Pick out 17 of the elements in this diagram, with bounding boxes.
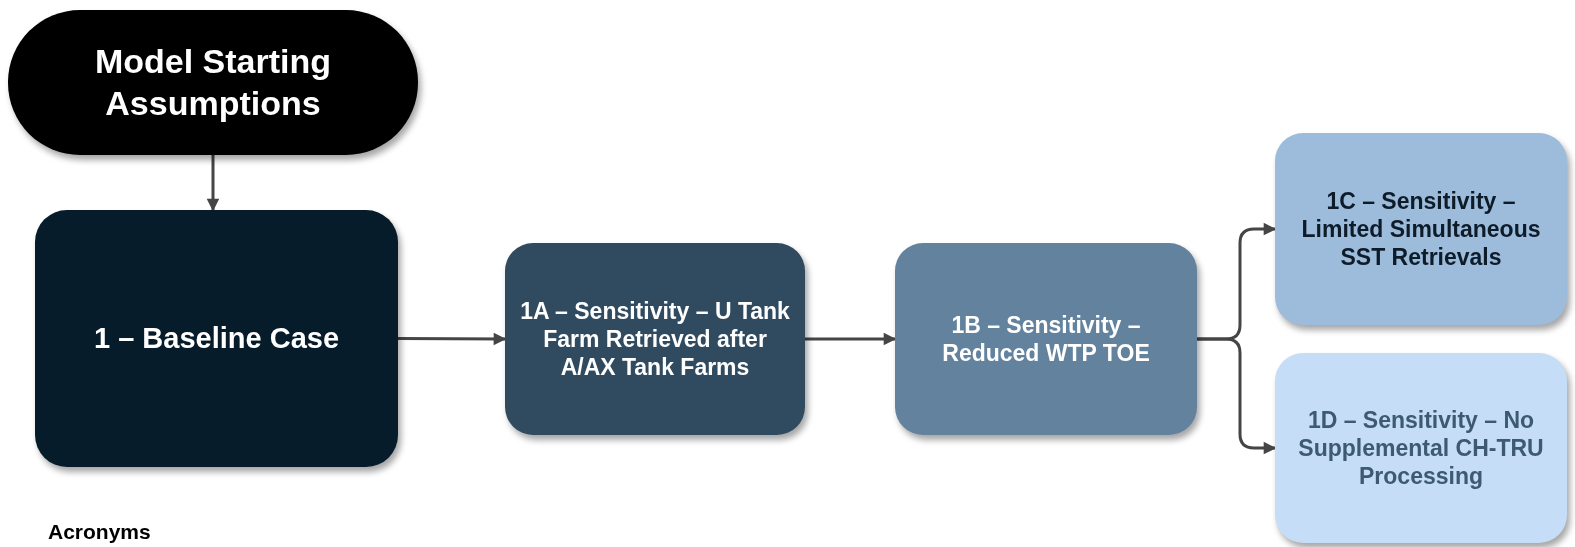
arrow xyxy=(805,332,897,346)
node-text: 1 – Baseline Case xyxy=(93,320,339,356)
node-text: 1B – Sensitivity – Reduced WTP TOE xyxy=(941,310,1151,368)
note-text: Acronyms xyxy=(48,520,151,544)
node-text: Model Starting Assumptions xyxy=(93,41,333,124)
arrow xyxy=(398,332,507,346)
node-text: 1D – Sensitivity – No Supplemental CH-TRU Processing xyxy=(1297,405,1545,491)
process-box xyxy=(895,243,1197,435)
node-text: 1C – Sensitivity – Limited Simultaneous SST Retrievals xyxy=(1300,186,1542,272)
process-box xyxy=(35,210,398,467)
process-box xyxy=(1275,353,1567,543)
arrow xyxy=(1197,337,1277,455)
process-box xyxy=(505,243,805,435)
arrow xyxy=(206,155,220,212)
node-text: 1A – Sensitivity – U Tank Farm Retrieved after A/AX Tank Farms xyxy=(519,296,791,382)
start-pill xyxy=(8,10,418,155)
process-box xyxy=(1275,133,1567,325)
